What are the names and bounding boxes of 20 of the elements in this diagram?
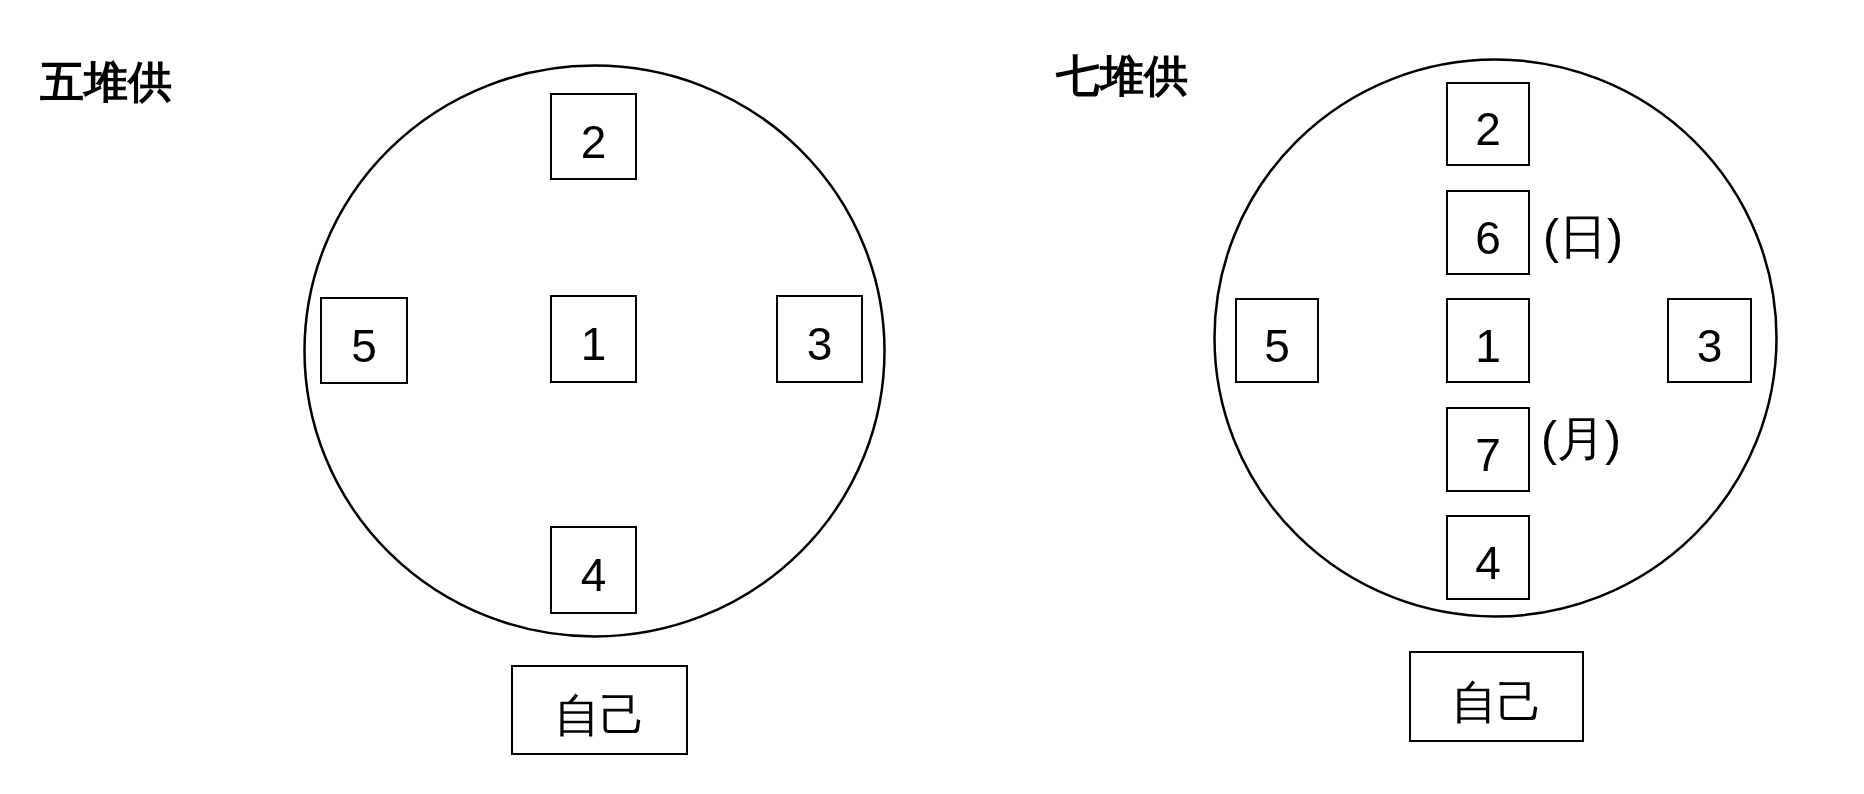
number-box: 2 (1446, 82, 1530, 166)
number-box: 5 (320, 297, 408, 384)
annotation-text: (月) (1541, 413, 1621, 466)
number-box: 4 (1446, 515, 1530, 600)
number-box: 7 (1446, 407, 1530, 492)
number-box: 6 (1446, 190, 1530, 275)
panel-title: 七堆供 (1056, 52, 1188, 101)
circle-outline (1213, 58, 1778, 618)
number-box: 3 (776, 295, 863, 383)
circle-outline (303, 64, 886, 638)
number-box: 4 (550, 526, 637, 614)
number-box: 1 (550, 295, 637, 383)
panel-title: 五堆供 (40, 58, 172, 107)
number-box: 5 (1235, 298, 1319, 383)
number-box: 2 (550, 93, 637, 180)
annotation-text: (日) (1543, 211, 1623, 264)
self-box: 自己 (1409, 651, 1584, 742)
number-box: 3 (1667, 298, 1752, 383)
self-box: 自己 (511, 665, 688, 755)
number-box: 1 (1446, 298, 1530, 383)
